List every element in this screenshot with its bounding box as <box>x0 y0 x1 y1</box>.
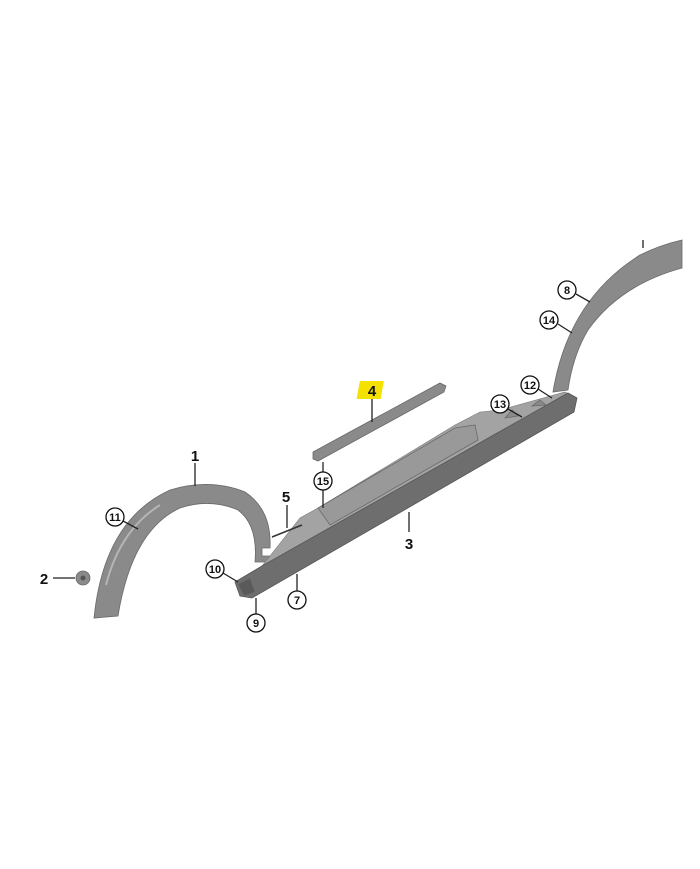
callout-4[interactable]: 4 <box>368 383 377 400</box>
svg-text:9: 9 <box>253 618 259 630</box>
svg-text:14: 14 <box>543 315 556 327</box>
callout-8: 8 <box>557 280 577 300</box>
svg-text:7: 7 <box>294 595 300 607</box>
part-rocker-panel[interactable] <box>234 391 578 599</box>
callout-2: 2 <box>40 571 48 588</box>
callout-15: 15 <box>313 471 333 491</box>
svg-text:12: 12 <box>524 380 536 392</box>
svg-text:13: 13 <box>494 399 506 411</box>
callout-3: 3 <box>405 536 413 553</box>
part-sill-strip[interactable] <box>312 382 447 462</box>
callout-14: 14 <box>539 310 559 330</box>
callout-7: 7 <box>287 590 307 610</box>
svg-text:11: 11 <box>109 512 121 524</box>
callout-5: 5 <box>282 489 290 506</box>
highlight-marker <box>356 381 384 399</box>
svg-text:8: 8 <box>564 285 570 297</box>
svg-text:15: 15 <box>317 476 329 488</box>
part-clip[interactable] <box>75 570 91 586</box>
callout-12: 12 <box>520 375 540 395</box>
part-front-wheel-arch[interactable] <box>93 484 271 619</box>
callout-13: 13 <box>490 394 510 414</box>
svg-text:10: 10 <box>209 564 221 576</box>
part-seal-strip[interactable] <box>271 524 303 538</box>
callout-10: 10 <box>205 559 225 579</box>
callout-9: 9 <box>246 613 266 633</box>
callout-1: 1 <box>191 448 199 465</box>
callout-11: 11 <box>105 507 125 527</box>
part-rear-wheel-arch[interactable] <box>552 239 683 393</box>
leader-lines <box>53 293 591 614</box>
